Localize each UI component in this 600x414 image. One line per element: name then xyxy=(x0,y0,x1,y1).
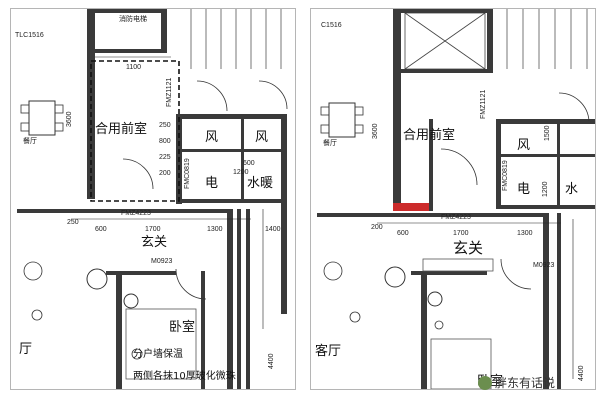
dim-200-left: 250 xyxy=(67,219,79,226)
floor-plan-after: C1516 FMZ1121 3600 FMC0819 1200 1500 FMZ… xyxy=(310,8,596,390)
dining-table-icon xyxy=(28,100,56,136)
room-bedroom-left: 卧室 xyxy=(169,319,195,335)
dim-4400-right: 4400 xyxy=(578,365,585,381)
room-electric-right: 电 xyxy=(517,182,530,197)
dim-1200: 1200 xyxy=(233,169,249,176)
window-code-right: C1516 xyxy=(321,22,342,29)
bed-icon xyxy=(125,308,197,380)
watermark: 胖东有话说 xyxy=(478,374,555,391)
note-line2: 两侧各抹10厚玻化微珠 xyxy=(133,369,236,382)
dim-3600-right: 3600 xyxy=(372,123,379,139)
window-code-left: TLC1516 xyxy=(15,32,44,39)
dim-1500-right: 1500 xyxy=(544,125,551,141)
door-fire-code-left: FMZ1121 xyxy=(166,77,173,107)
outlet-icon xyxy=(23,261,43,281)
room-water-right: 水 xyxy=(565,182,578,197)
door-small-code-right: FMC0819 xyxy=(502,160,509,191)
room-wind2-left: 风 xyxy=(255,130,268,145)
dim-600a: 600 xyxy=(95,226,107,233)
note-line1: 分户墙保温 xyxy=(133,347,183,360)
dim-600b: 600 xyxy=(243,160,255,167)
room-entrance-right: 玄关 xyxy=(453,239,483,257)
fire-elevator-label: 消防电梯 xyxy=(119,14,147,23)
floor-plan-before-drawing: TLC1516 消防电梯 1100 FMZ1121 250 800 225 20… xyxy=(15,9,288,389)
front-room-boundary xyxy=(90,60,180,202)
room-electric-left: 电 xyxy=(205,176,218,191)
room-wind-left: 风 xyxy=(205,130,218,145)
room-wind-right: 风 xyxy=(517,138,530,153)
floor-plan-before: TLC1516 消防电梯 1100 FMZ1121 250 800 225 20… xyxy=(10,8,296,390)
floor-plan-after-drawing: C1516 FMZ1121 3600 FMC0819 1200 1500 FMZ… xyxy=(315,9,595,389)
door-small-code-left: FMC0819 xyxy=(184,158,191,189)
watermark-text: 胖东有话说 xyxy=(495,376,556,390)
shoe-cabinet-icon xyxy=(422,258,494,272)
dim-1100: 1100 xyxy=(126,64,141,71)
elevator-shaft-icon xyxy=(404,12,486,70)
dim-1700-right: 1700 xyxy=(453,230,469,237)
door-m-code-right: M0923 xyxy=(533,262,555,269)
room-heating-left: 水暖 xyxy=(247,176,273,191)
room-entrance-left: 玄关 xyxy=(141,235,167,250)
dim-600-right: 600 xyxy=(397,230,409,237)
door-entry-code-left: FMZ4223 xyxy=(121,210,151,217)
dim-1300-right: 1300 xyxy=(517,230,533,237)
room-living-left: 厅 xyxy=(19,342,32,357)
bed-icon-after xyxy=(430,338,492,389)
door-fire-code-right: FMZ1121 xyxy=(480,89,487,119)
dim-200: 200 xyxy=(159,170,171,177)
room-dining-right: 餐厅 xyxy=(323,138,337,147)
room-front-room-right: 合用前室 xyxy=(403,127,455,143)
wall-left-after xyxy=(393,9,401,209)
dining-table-icon-after xyxy=(328,102,356,138)
room-living-right: 客厅 xyxy=(315,343,341,359)
column-symbol-icon xyxy=(86,268,108,290)
dim-225: 225 xyxy=(159,154,171,161)
door-entry-code-right: FMZ4223 xyxy=(441,214,471,221)
dim-800: 800 xyxy=(159,138,171,145)
dim-200-right: 200 xyxy=(371,224,383,231)
dim-4400: 4400 xyxy=(268,353,275,369)
wall-highlight xyxy=(393,203,433,211)
door-m-code-left: M0923 xyxy=(151,258,173,265)
dim-250: 250 xyxy=(159,122,171,129)
dim-1700: 1700 xyxy=(145,226,161,233)
room-front-room-left: 合用前室 xyxy=(95,121,147,137)
room-dining-left: 餐厅 xyxy=(23,136,37,145)
dim-1300: 1300 xyxy=(207,226,223,233)
dim-1400: 1400 xyxy=(265,226,281,233)
watermark-logo-icon xyxy=(478,375,492,390)
dim-1200-right: 1200 xyxy=(542,181,549,197)
dim-3600: 3600 xyxy=(66,111,73,127)
